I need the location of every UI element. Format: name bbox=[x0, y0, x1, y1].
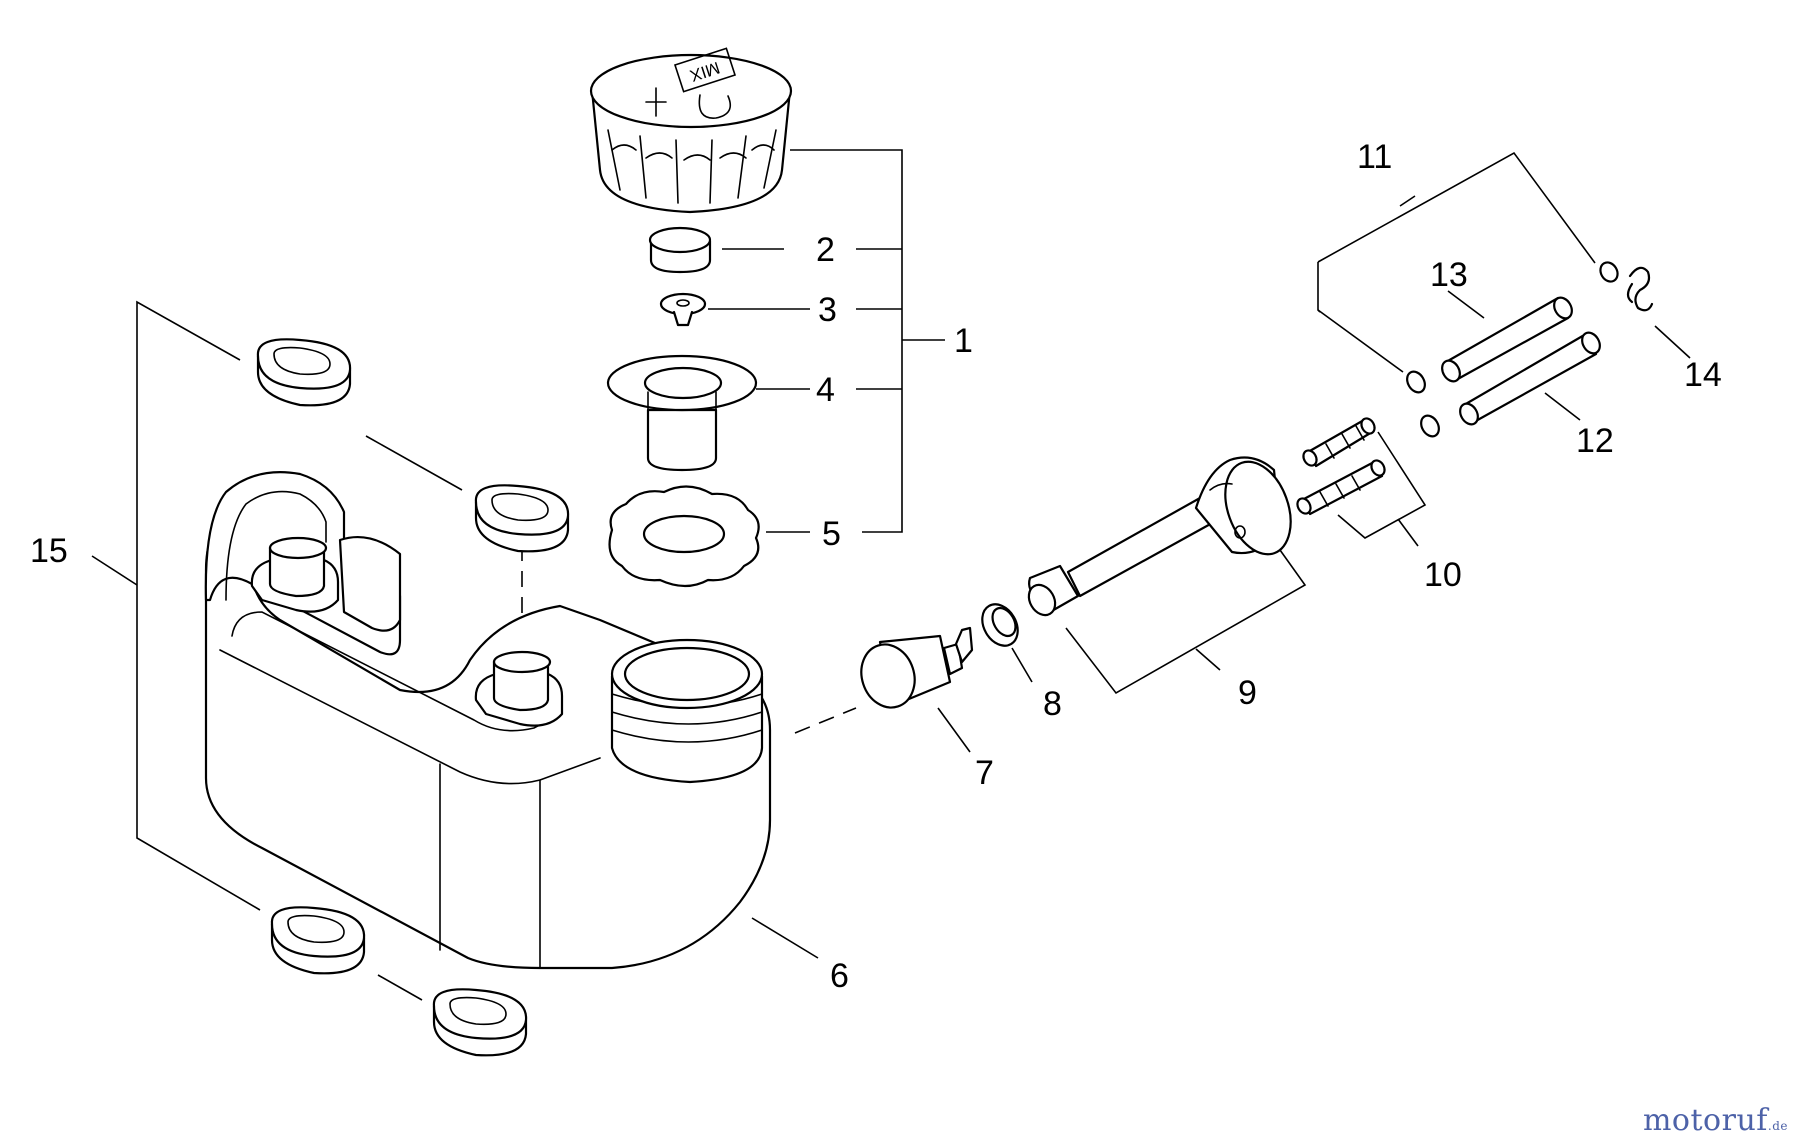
tank-knob-1 bbox=[250, 536, 340, 613]
pipe-joints bbox=[1296, 417, 1386, 516]
weight-ring bbox=[981, 603, 1019, 647]
callout-4: 4 bbox=[816, 371, 835, 409]
tank-filler-neck bbox=[610, 638, 764, 784]
callout-2: 2 bbox=[816, 231, 835, 269]
joint-lower bbox=[1296, 459, 1386, 516]
o-rings bbox=[1406, 261, 1619, 438]
grommet-4 bbox=[432, 988, 528, 1057]
callout-12: 12 bbox=[1576, 422, 1614, 460]
watermark-tld: .de bbox=[1767, 1119, 1788, 1133]
watermark-brand: motoruf bbox=[1642, 1103, 1768, 1138]
hose-clip bbox=[1626, 266, 1654, 312]
callout-1: 1 bbox=[954, 322, 973, 360]
fuel-tube-13 bbox=[1441, 296, 1573, 383]
callout-5: 5 bbox=[822, 515, 841, 553]
fuel-tank bbox=[204, 471, 772, 970]
grommet-2 bbox=[474, 484, 570, 553]
site-watermark-logo: motoruf.de bbox=[1643, 1103, 1788, 1138]
grommets bbox=[256, 338, 570, 1057]
cap-valve bbox=[659, 292, 707, 327]
fuel-cap: MIX bbox=[589, 47, 793, 214]
grommet-1 bbox=[256, 338, 352, 407]
fuel-tube-12 bbox=[1459, 331, 1601, 426]
callout-14: 14 bbox=[1684, 356, 1722, 394]
callout-10: 10 bbox=[1424, 556, 1462, 594]
callout-8: 8 bbox=[1043, 685, 1062, 723]
retainer-ring bbox=[608, 485, 760, 588]
leader-lines bbox=[91, 149, 1691, 1001]
callout-6: 6 bbox=[830, 957, 849, 995]
mix-symbol: MIX bbox=[645, 47, 737, 119]
cap-pad bbox=[648, 226, 712, 274]
callout-7: 7 bbox=[975, 754, 994, 792]
callout-11: 11 bbox=[1357, 138, 1392, 176]
callout-9: 9 bbox=[1238, 674, 1257, 712]
grommet-3 bbox=[270, 906, 366, 975]
tank-knob-2 bbox=[474, 650, 564, 727]
fuel-strainer bbox=[606, 354, 758, 472]
callout-numbers: 1 2 3 4 5 6 7 8 9 10 11 12 13 14 15 bbox=[30, 138, 1722, 995]
fuel-pipe-assembly bbox=[1027, 456, 1292, 617]
callout-3: 3 bbox=[818, 291, 837, 329]
callout-13: 13 bbox=[1430, 256, 1468, 294]
fuel-filter bbox=[860, 626, 974, 709]
joint-upper bbox=[1302, 417, 1376, 468]
callout-15: 15 bbox=[30, 532, 68, 570]
